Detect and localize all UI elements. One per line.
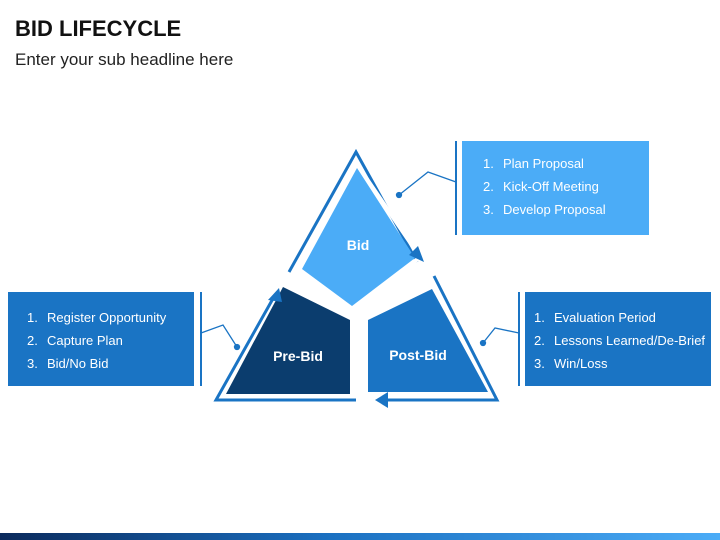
postbid-shape: [368, 289, 488, 392]
bid-step: 1.Plan Proposal: [483, 156, 584, 171]
bid-step: 2.Kick-Off Meeting: [483, 179, 599, 194]
prebid-step: 1.Register Opportunity: [27, 310, 167, 325]
bid-label: Bid: [347, 237, 370, 253]
bid-steps-box: 1.Plan Proposal 2.Kick-Off Meeting 3.Dev…: [462, 141, 649, 235]
postbid-triangle: Post-Bid: [368, 275, 500, 408]
postbid-steps-box: 1.Evaluation Period 2.Lessons Learned/De…: [525, 292, 711, 386]
footer-gradient-bar: [0, 533, 720, 540]
postbid-label: Post-Bid: [389, 347, 447, 363]
postbid-step: 2.Lessons Learned/De-Brief: [534, 333, 706, 348]
page-subtitle: Enter your sub headline here: [15, 50, 234, 69]
bid-arrow-head: [409, 246, 424, 262]
prebid-step: 3.Bid/No Bid: [27, 356, 109, 371]
prebid-label: Pre-Bid: [273, 348, 323, 364]
prebid-triangle: Pre-Bid: [213, 287, 356, 402]
bid-shape: [302, 168, 415, 306]
prebid-shape: [226, 287, 350, 394]
prebid-steps-box: 1.Register Opportunity 2.Capture Plan 3.…: [8, 292, 194, 386]
page-title: BID LIFECYCLE: [15, 16, 182, 41]
prebid-connector: [200, 292, 241, 386]
postbid-step: 3.Win/Loss: [534, 356, 608, 371]
postbid-connector: [479, 292, 520, 386]
bid-step: 3.Develop Proposal: [483, 202, 606, 217]
prebid-step: 2.Capture Plan: [27, 333, 123, 348]
bid-triangle: Bid: [287, 148, 424, 315]
bid-connector: [395, 141, 457, 235]
postbid-step: 1.Evaluation Period: [534, 310, 656, 325]
prebid-arrow-head: [268, 288, 282, 302]
postbid-arrow-head: [375, 392, 388, 408]
